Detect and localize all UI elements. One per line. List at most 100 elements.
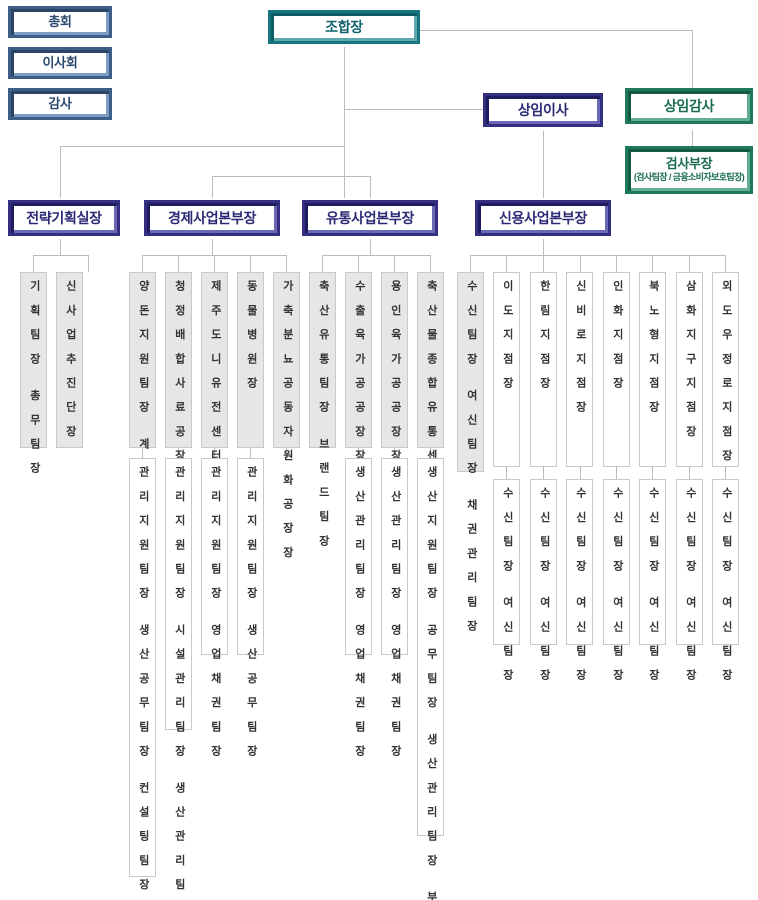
line-credit-c3 xyxy=(543,255,544,272)
col-l2-9-label: 용 인 육 가 공 공 장 장 xyxy=(389,280,402,461)
line-chairman-stem xyxy=(344,47,345,198)
line-l3-b7 xyxy=(725,467,726,479)
col-l2-11[interactable]: 수 신 팀 장 여 신 팀 장 채 권 관 리 팀 장 xyxy=(457,272,484,631)
col-l2-2[interactable]: 양 돈 지 원 팀 장 계 열 화 사 업 팀 장 xyxy=(129,272,156,595)
line-l3-b1 xyxy=(506,467,507,479)
col-l2-1[interactable]: 신 사 업 추 진 단 장 xyxy=(56,272,83,448)
col-l2-7[interactable]: 축 산 유 통 팀 장 브 랜 드 팀 장 xyxy=(309,272,336,546)
line-economy-c4 xyxy=(250,255,251,272)
box-division-credit[interactable]: 신용사업본부장 xyxy=(475,200,611,236)
col-l3-0[interactable]: 관 리 지 원 팀 장 생 산 공 무 팀 장 컨 설 팅 팀 장 농 가 경 … xyxy=(129,458,156,890)
col-l2-7-label: 축 산 유 통 팀 장 브 랜 드 팀 장 xyxy=(317,280,330,547)
col-l3-4[interactable]: 생 산 관 리 팀 장 영 업 채 권 팀 장 xyxy=(345,458,372,756)
box-board-of-directors[interactable]: 이사회 xyxy=(8,47,112,79)
line-l3-e3 xyxy=(214,448,215,458)
col-l3-12-label: 수 신 팀 장 여 신 팀 장 xyxy=(684,487,697,681)
col-l2-17-label: 삼 화 지 구 지 점 장 xyxy=(684,280,697,437)
line-l3-b2 xyxy=(543,467,544,479)
box-inspection-head-sublabel: (검사팀장 / 금융소비자보호팀장) xyxy=(633,172,745,183)
line-distribution-bus xyxy=(322,255,430,256)
col-l3-3[interactable]: 관 리 지 원 팀 장 생 산 공 무 팀 장 xyxy=(237,458,264,756)
box-division-strategy[interactable]: 전략기획실장 xyxy=(8,200,120,236)
line-economy-c3 xyxy=(214,255,215,272)
line-l3-e4 xyxy=(250,448,251,458)
col-l3-8[interactable]: 수 신 팀 장 여 신 팀 장 xyxy=(530,479,557,681)
col-l3-10-label: 수 신 팀 장 여 신 팀 장 xyxy=(611,487,624,681)
box-inspection-head-label: 검사부장 xyxy=(665,156,713,172)
line-distribution-c3 xyxy=(394,255,395,272)
col-l3-2[interactable]: 관 리 지 원 팀 장 영 업 채 권 팀 장 xyxy=(201,458,228,756)
line-director-to-credit xyxy=(543,131,544,198)
box-chairman[interactable]: 조합장 xyxy=(268,10,420,44)
col-l2-8-label: 수 출 육 가 공 공 장 장 xyxy=(353,280,366,461)
col-l3-7[interactable]: 수 신 팀 장 여 신 팀 장 xyxy=(493,479,520,681)
box-standing-auditor[interactable]: 상임감사 xyxy=(625,88,753,124)
col-l2-14-label: 신 비 로 지 점 장 xyxy=(574,280,587,413)
col-l3-13[interactable]: 수 신 팀 장 여 신 팀 장 xyxy=(712,479,739,681)
box-auditor[interactable]: 감사 xyxy=(8,88,112,120)
line-credit-c1 xyxy=(470,255,471,272)
col-l2-1-label: 신 사 업 추 진 단 장 xyxy=(64,280,77,437)
col-l2-13[interactable]: 한 림 지 점 장 xyxy=(530,272,557,467)
col-l2-9[interactable]: 용 인 육 가 공 공 장 장 xyxy=(381,272,408,461)
col-l3-1[interactable]: 관 리 지 원 팀 장 시 설 관 리 팀 장 생 산 관 리 팀 장 xyxy=(165,458,192,890)
col-l3-12[interactable]: 수 신 팀 장 여 신 팀 장 xyxy=(676,479,703,681)
line-auditor-stem xyxy=(692,30,693,88)
col-l3-6-label: 생 산 지 원 팀 장 공 무 팀 장 생 산 관 리 팀 장 부 산 물 생 … xyxy=(425,466,438,900)
box-division-distribution[interactable]: 유통사업본부장 xyxy=(302,200,438,236)
box-inspection-head[interactable]: 검사부장 (검사팀장 / 금융소비자보호팀장) xyxy=(625,146,753,194)
col-l2-10[interactable]: 축 산 물 종 합 유 통 센 터 장 xyxy=(417,272,444,509)
col-l3-2-label: 관 리 지 원 팀 장 영 업 채 권 팀 장 xyxy=(209,466,222,757)
col-l2-14[interactable]: 신 비 로 지 점 장 xyxy=(566,272,593,467)
col-l2-18-label: 외 도 우 정 로 지 점 장 xyxy=(720,280,733,461)
line-distribution-c4 xyxy=(430,255,431,272)
line-l3-d4 xyxy=(430,448,431,458)
line-economy-c2 xyxy=(178,255,179,272)
col-l2-3[interactable]: 청 정 배 합 사 료 공 장 장 xyxy=(165,272,192,485)
col-l2-12[interactable]: 이 도 지 점 장 xyxy=(493,272,520,467)
line-strategy-stem xyxy=(60,239,61,255)
col-l3-11[interactable]: 수 신 팀 장 여 신 팀 장 xyxy=(639,479,666,681)
line-credit-c8 xyxy=(725,255,726,272)
col-l3-6[interactable]: 생 산 지 원 팀 장 공 무 팀 장 생 산 관 리 팀 장 부 산 물 생 … xyxy=(417,458,444,900)
line-strategy-c1 xyxy=(33,255,34,272)
line-credit-c7 xyxy=(689,255,690,272)
col-l2-5[interactable]: 동 물 병 원 장 xyxy=(237,272,264,448)
col-l2-15[interactable]: 인 화 지 점 장 xyxy=(603,272,630,467)
col-l2-8[interactable]: 수 출 육 가 공 공 장 장 xyxy=(345,272,372,461)
line-economy-stem xyxy=(212,239,213,255)
col-l2-5-label: 동 물 병 원 장 xyxy=(245,280,258,389)
line-l3-d3 xyxy=(394,448,395,458)
line-credit-bus xyxy=(470,255,725,256)
box-board-of-directors-label: 이사회 xyxy=(42,54,78,70)
col-l3-13-label: 수 신 팀 장 여 신 팀 장 xyxy=(720,487,733,681)
col-l3-9[interactable]: 수 신 팀 장 여 신 팀 장 xyxy=(566,479,593,681)
col-l2-6[interactable]: 가 축 분 뇨 공 동 자 원 화 공 장 장 xyxy=(273,272,300,558)
line-l3-d2 xyxy=(358,448,359,458)
line-distribution-c2 xyxy=(358,255,359,272)
box-general-assembly[interactable]: 총회 xyxy=(8,6,112,38)
col-l3-0-label: 관 리 지 원 팀 장 생 산 공 무 팀 장 컨 설 팅 팀 장 농 가 경 … xyxy=(137,466,150,900)
box-division-economy[interactable]: 경제사업본부장 xyxy=(144,200,280,236)
col-l2-18[interactable]: 외 도 우 정 로 지 점 장 xyxy=(712,272,739,467)
col-l3-1-label: 관 리 지 원 팀 장 시 설 관 리 팀 장 생 산 관 리 팀 장 xyxy=(173,466,186,900)
col-l2-4[interactable]: 제 주 도 니 유 전 센 터 장 xyxy=(201,272,228,485)
col-l2-17[interactable]: 삼 화 지 구 지 점 장 xyxy=(676,272,703,467)
col-l2-13-label: 한 림 지 점 장 xyxy=(538,280,551,389)
box-standing-director[interactable]: 상임이사 xyxy=(483,93,603,127)
col-l2-16[interactable]: 북 노 형 지 점 장 xyxy=(639,272,666,467)
col-l3-5[interactable]: 생 산 관 리 팀 장 영 업 채 권 팀 장 xyxy=(381,458,408,756)
col-l2-6-label: 가 축 분 뇨 공 동 자 원 화 공 장 장 xyxy=(281,280,294,558)
col-l3-10[interactable]: 수 신 팀 장 여 신 팀 장 xyxy=(603,479,630,681)
box-division-distribution-label: 유통사업본부장 xyxy=(325,209,415,226)
box-standing-auditor-label: 상임감사 xyxy=(663,97,715,114)
col-l2-16-label: 북 노 형 지 점 장 xyxy=(647,280,660,413)
col-l2-0[interactable]: 기 획 팀 장 총 무 팀 장 xyxy=(20,272,47,474)
col-l3-5-label: 생 산 관 리 팀 장 영 업 채 권 팀 장 xyxy=(389,466,402,757)
col-l3-11-label: 수 신 팀 장 여 신 팀 장 xyxy=(647,487,660,681)
line-credit-c6 xyxy=(652,255,653,272)
col-l2-3-label: 청 정 배 합 사 료 공 장 장 xyxy=(173,280,186,486)
line-credit-c5 xyxy=(616,255,617,272)
line-division-bus-mid xyxy=(212,176,370,177)
